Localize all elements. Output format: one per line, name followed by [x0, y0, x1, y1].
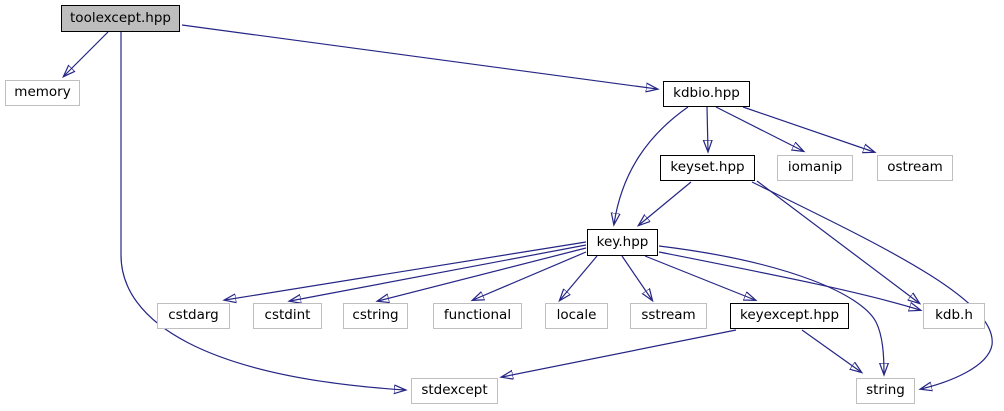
node-label: kdb.h	[935, 307, 973, 324]
edge-keyset-key	[639, 181, 692, 225]
node-cstdarg: cstdarg	[157, 303, 230, 329]
edge-kdbio-key	[614, 106, 689, 224]
node-kdb-h: kdb.h	[923, 303, 985, 329]
node-label: memory	[14, 84, 71, 101]
node-cstdint: cstdint	[253, 303, 322, 329]
edge-key-functional	[473, 251, 587, 300]
edge-keyset-kdbh	[756, 180, 919, 303]
node-label: ostream	[887, 159, 943, 176]
node-label: stdexcept	[421, 382, 488, 399]
edge-key-cstdarg	[225, 241, 587, 300]
node-stdexcept: stdexcept	[411, 378, 498, 404]
edge-key-cstdint	[290, 244, 587, 301]
node-sstream: sstream	[630, 303, 707, 329]
edge-key-cstring	[378, 247, 587, 301]
edge-toolexcept-kdbio	[181, 24, 657, 89]
edge-key-keyexcept	[644, 255, 755, 300]
node-label: kdbio.hpp	[673, 85, 740, 102]
node-toolexcept-hpp: toolexcept.hpp	[61, 5, 180, 32]
node-label: toolexcept.hpp	[70, 9, 171, 26]
node-functional: functional	[433, 303, 522, 329]
node-locale: locale	[545, 303, 608, 329]
node-label: iomanip	[787, 159, 843, 176]
edge-key-sstream	[621, 255, 652, 300]
node-iomanip: iomanip	[777, 155, 853, 181]
edge-toolexcept-stdexcept	[120, 32, 405, 390]
edge-kdbio-iomanip	[715, 106, 803, 151]
edge-keyexcept-string	[801, 329, 861, 372]
node-keyset-hpp[interactable]: keyset.hpp	[660, 155, 755, 181]
node-kdbio-hpp[interactable]: kdbio.hpp	[663, 81, 750, 107]
node-ostream: ostream	[877, 155, 953, 181]
edge-key-string	[658, 245, 884, 374]
edge-kdbio-keyset	[707, 106, 708, 151]
node-label: cstring	[352, 307, 399, 324]
node-label: keyexcept.hpp	[739, 307, 840, 324]
edge-keyset-string	[751, 181, 993, 389]
node-label: cstdint	[264, 307, 311, 324]
node-label: string	[866, 382, 905, 399]
node-key-hpp[interactable]: key.hpp	[587, 229, 658, 256]
node-label: keyset.hpp	[670, 159, 745, 176]
node-label: cstdarg	[168, 307, 219, 324]
edge-keyexcept-stdexcept	[502, 329, 737, 377]
node-string: string	[856, 378, 915, 404]
edge-kdbio-ostream	[742, 106, 874, 152]
node-keyexcept-hpp[interactable]: keyexcept.hpp	[730, 303, 849, 329]
node-label: locale	[556, 307, 597, 324]
node-cstring: cstring	[343, 303, 408, 329]
node-memory: memory	[5, 80, 80, 106]
node-label: sstream	[641, 307, 696, 324]
edge-key-kdbh	[658, 251, 920, 310]
node-label: key.hpp	[596, 233, 649, 250]
edge-key-locale	[560, 255, 598, 300]
edge-toolexcept-memory	[64, 31, 109, 76]
node-label: functional	[443, 307, 512, 324]
